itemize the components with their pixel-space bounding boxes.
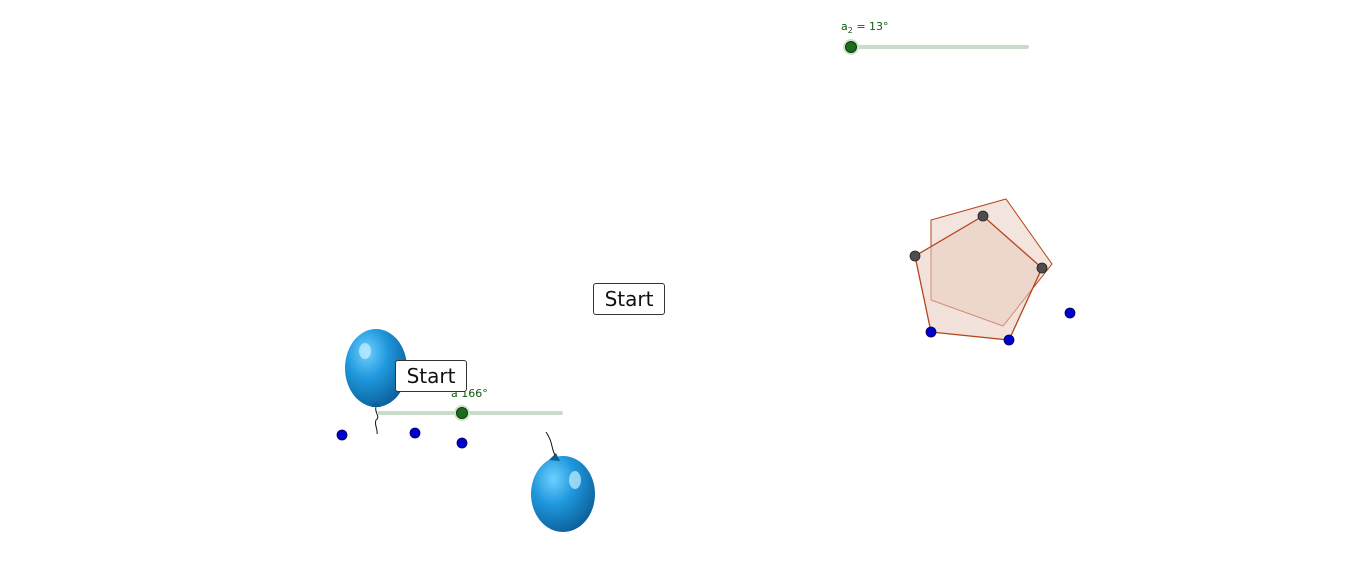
balloon-knot — [371, 402, 381, 407]
slider-a[interactable] — [377, 405, 563, 421]
balloon-string — [374, 406, 379, 435]
slider-a-label: a 166° — [451, 387, 488, 400]
blue-point[interactable] — [336, 429, 348, 441]
pentagon-vertex-point — [909, 250, 921, 262]
start-button-lower[interactable]: Start — [395, 360, 467, 392]
balloon-highlight — [569, 471, 581, 489]
balloon-string — [545, 431, 556, 456]
balloon-upper — [345, 329, 407, 435]
slider-a-value: 166° — [457, 387, 488, 400]
blue-point[interactable] — [409, 427, 421, 439]
slider-a-name: a — [451, 387, 458, 400]
slider-a2-knob — [845, 41, 857, 53]
balloon-body — [531, 456, 595, 532]
start-button-upper[interactable]: Start — [593, 283, 665, 315]
balloon-lower — [531, 431, 595, 532]
blue-point[interactable] — [456, 437, 468, 449]
base-pentagon — [914, 215, 1043, 341]
slider-a2-label: a2 = 13° — [841, 20, 889, 35]
free-blue-point — [1064, 307, 1076, 319]
slider-a2-subscript: 2 — [847, 26, 853, 36]
slider-a2-name: a — [841, 20, 848, 33]
pentagon-vertex-point — [977, 210, 989, 222]
pentagon-blue-point — [925, 326, 937, 338]
pentagon-figure[interactable] — [909, 198, 1076, 346]
balloon-knot — [549, 453, 560, 461]
slider-a2[interactable] — [843, 39, 1029, 55]
pentagon-vertex-point — [1036, 262, 1048, 274]
balloon-highlight — [359, 343, 371, 359]
slider-a-knob — [456, 407, 468, 419]
pentagon-blue-point — [1003, 334, 1015, 346]
slider-a2-value: = 13° — [852, 20, 889, 33]
